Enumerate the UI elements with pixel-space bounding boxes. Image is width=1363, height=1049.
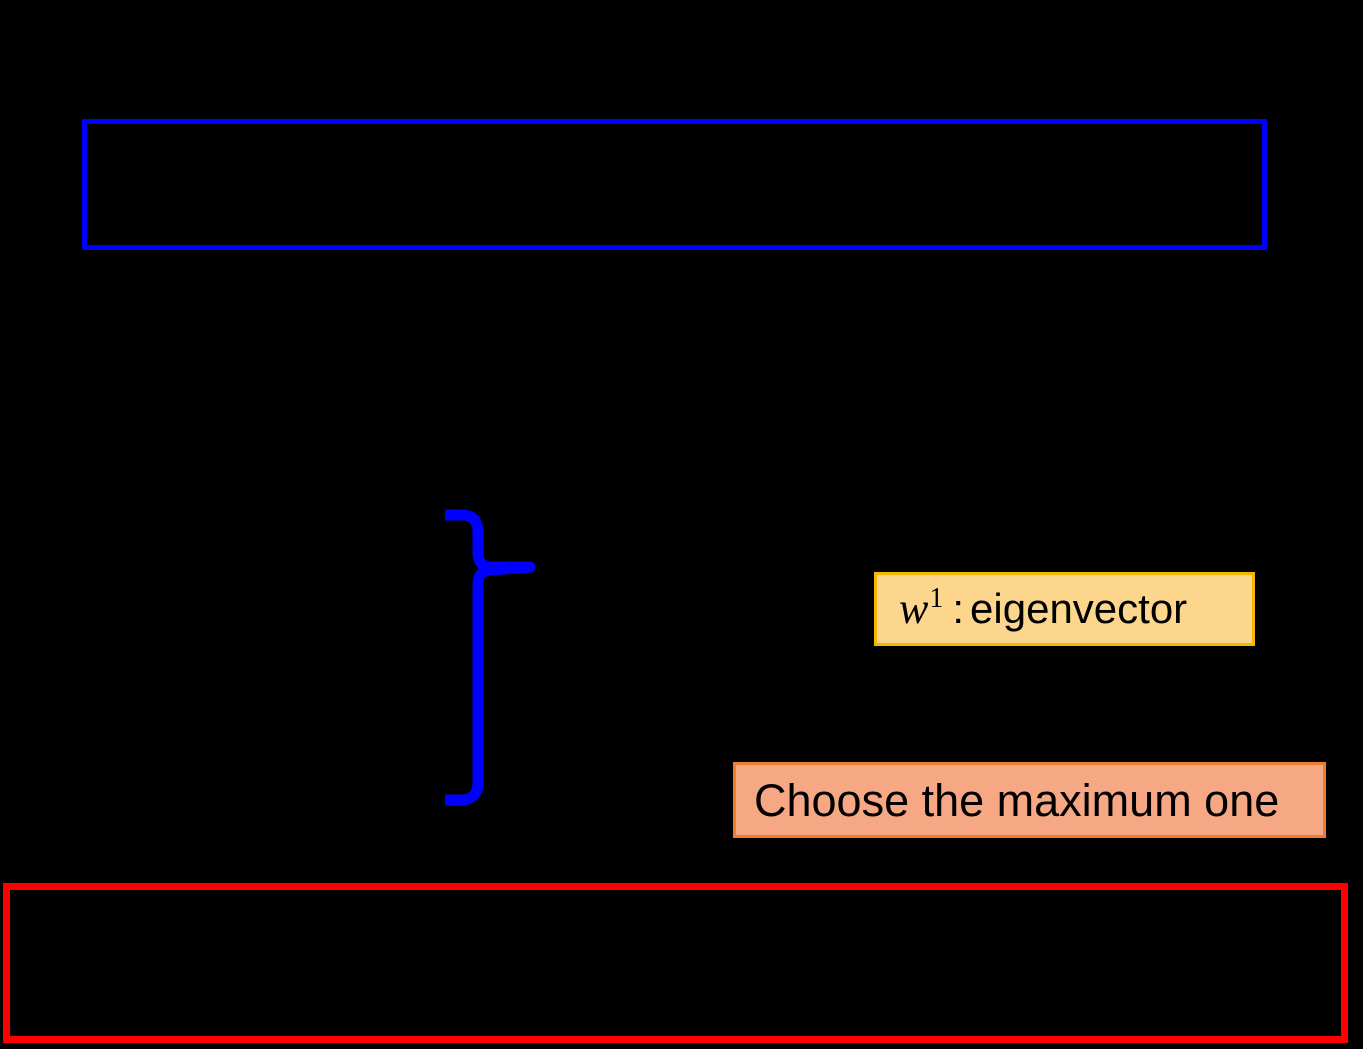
eigenvector-separator: : [952,585,965,632]
brace-path [445,509,536,806]
red-highlight-rectangle [3,883,1348,1043]
right-curly-brace-icon [438,505,538,813]
blue-highlight-rectangle [82,119,1267,250]
brace-svg [445,509,536,806]
eigenvector-variable: w [899,584,929,633]
choose-maximum-callout-box: Choose the maximum one [733,762,1326,838]
eigenvector-label: eigenvector [970,585,1188,632]
choose-maximum-label: Choose the maximum one [754,774,1280,826]
